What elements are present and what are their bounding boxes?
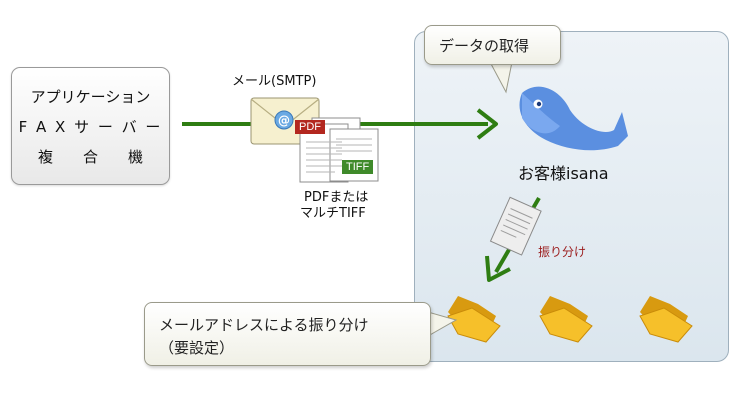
svg-text:@: @ (278, 114, 290, 128)
source-line-mfp: 複 合 機 (37, 148, 143, 166)
mail-protocol-label: メール(SMTP) (232, 74, 317, 89)
source-box: アプリケーション F A X サ ー バ ー 複 合 機 (11, 67, 170, 185)
pdf-tag: PDF (295, 120, 325, 134)
folder-icon (447, 296, 501, 343)
folder-icon (639, 296, 693, 343)
address-sort-callout: メールアドレスによる振り分け （要設定） (144, 302, 431, 366)
sorted-document-icon (489, 196, 542, 256)
main-arrow-head (476, 108, 498, 140)
whale-icon (519, 86, 628, 151)
callout-top-tail (489, 61, 513, 94)
sort-arrow-head (485, 255, 511, 282)
address-sort-note: （要設定） (159, 339, 235, 357)
data-acquire-callout: データの取得 (424, 25, 561, 65)
format-label-line2: マルチTIFF (300, 206, 366, 221)
data-acquire-text: データの取得 (439, 37, 530, 55)
sort-label: 振り分け (538, 245, 587, 259)
source-line-app: アプリケーション (30, 88, 151, 106)
address-sort-text: メールアドレスによる振り分け (159, 316, 369, 334)
tiff-tag: TIFF (342, 160, 374, 174)
service-name: お客様isana (518, 164, 609, 183)
format-label-line1: PDFまたは (304, 190, 369, 205)
folder-icon (539, 296, 593, 343)
source-line-fax: F A X サ ー バ ー (18, 118, 163, 136)
